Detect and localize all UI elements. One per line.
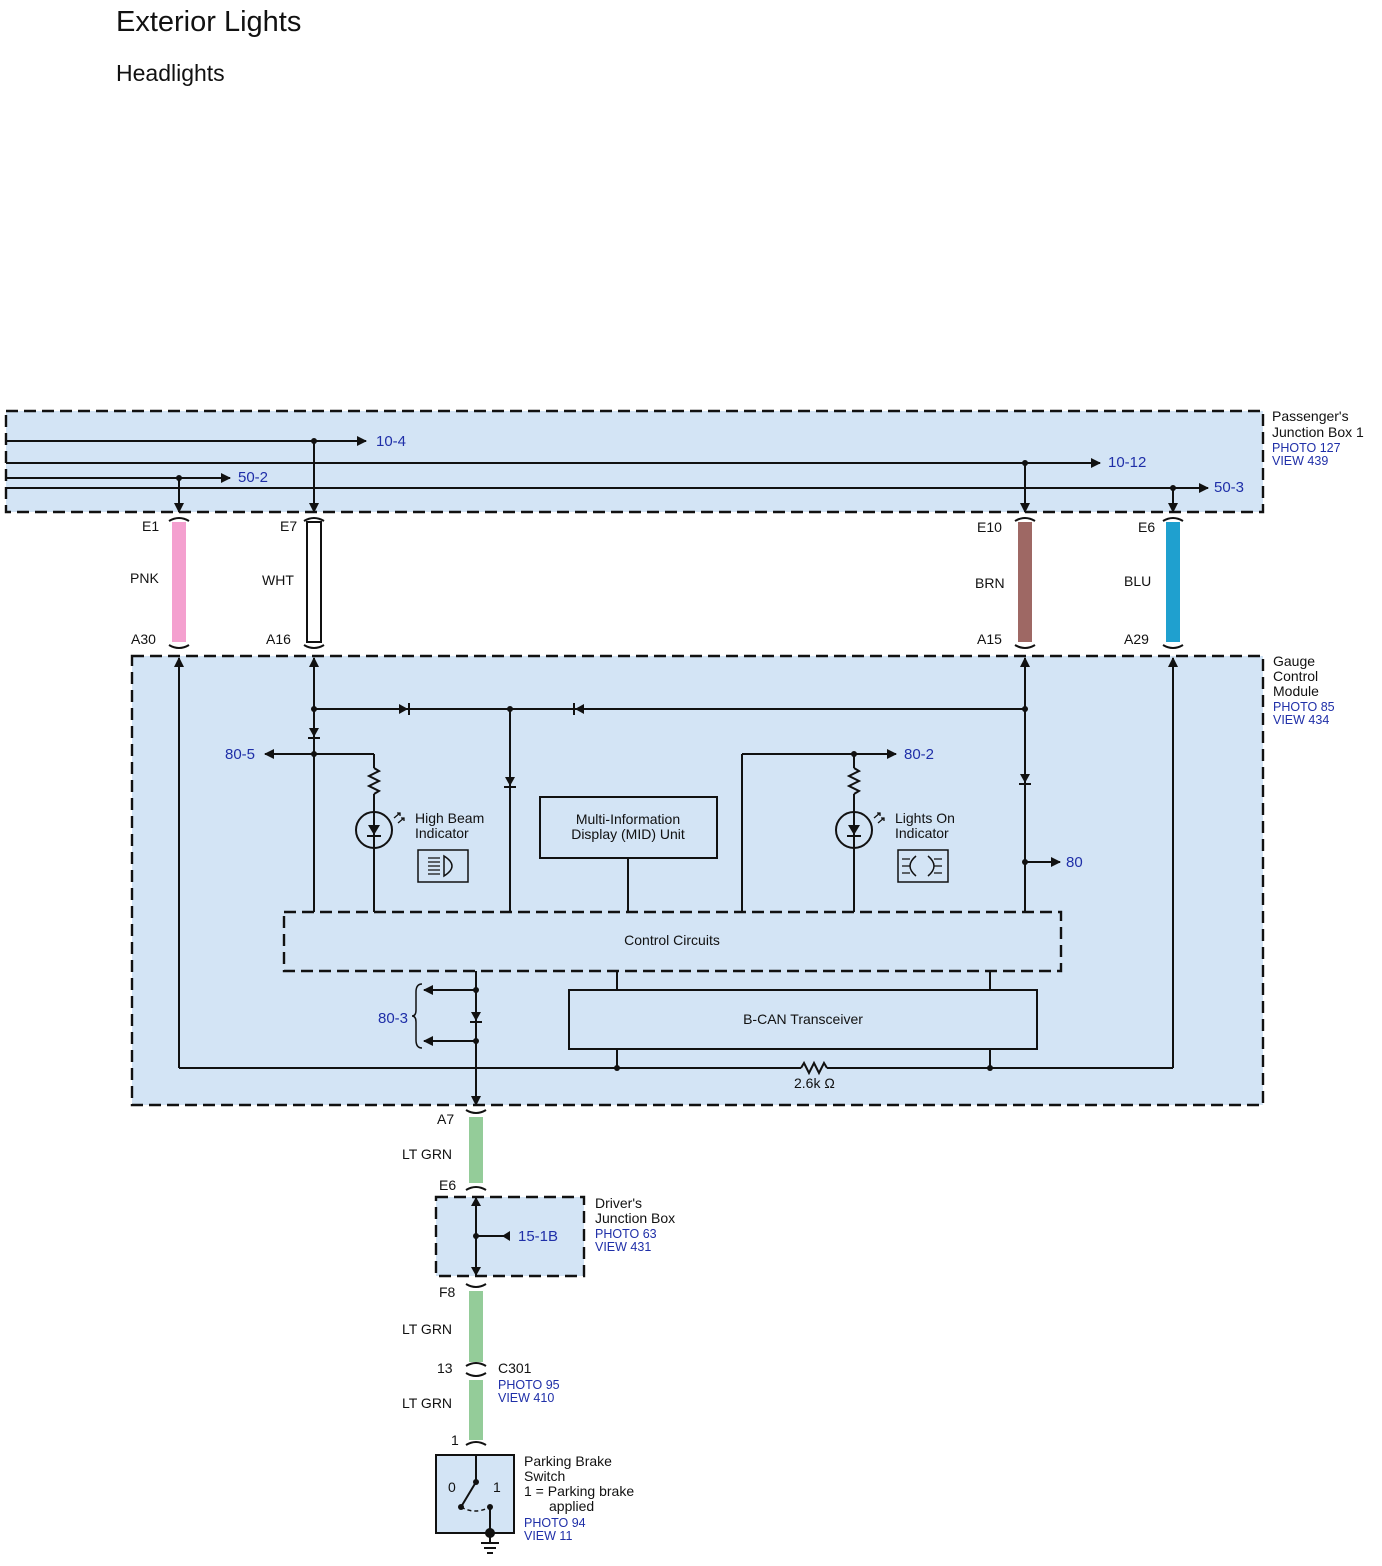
svg-text:1: 1	[451, 1432, 459, 1448]
gcm-photo-link[interactable]: PHOTO 85	[1273, 700, 1335, 714]
resistor-icon	[846, 767, 862, 795]
control-circuits-label: Control Circuits	[624, 932, 720, 948]
svg-text:13: 13	[437, 1360, 453, 1376]
svg-text:A29: A29	[1124, 631, 1149, 647]
gcm-view-link[interactable]: VIEW 434	[1273, 713, 1329, 727]
svg-text:A15: A15	[977, 631, 1002, 647]
svg-text:Driver's: Driver's	[595, 1195, 642, 1211]
control-circuits-box	[282, 910, 1063, 973]
mid-unit-label-1: Multi-Information	[576, 811, 680, 827]
svg-text:E1: E1	[142, 518, 159, 534]
ref-50-3[interactable]: 50-3	[1214, 479, 1244, 496]
svg-text:E6: E6	[439, 1177, 456, 1193]
svg-text:LT GRN: LT GRN	[402, 1321, 452, 1337]
svg-text:E6: E6	[1138, 519, 1155, 535]
pbs-view-link[interactable]: VIEW 11	[524, 1529, 572, 1543]
svg-text:Indicator: Indicator	[895, 825, 949, 841]
svg-text:Indicator: Indicator	[415, 825, 469, 841]
resistor-value: 2.6k Ω	[794, 1075, 835, 1091]
svg-text:High Beam: High Beam	[415, 810, 484, 826]
djb-photo-link[interactable]: PHOTO 63	[595, 1227, 657, 1241]
wire-lt-grn-1: A7 LT GRN E6	[402, 1109, 487, 1193]
diode	[573, 703, 584, 715]
svg-text:E10: E10	[977, 519, 1002, 535]
svg-text:E7: E7	[280, 518, 297, 534]
wire-wht: E7 WHT A16	[262, 517, 325, 649]
passenger-junction-box-outline	[4, 409, 1265, 514]
svg-text:LT GRN: LT GRN	[402, 1395, 452, 1411]
ref-10-4[interactable]: 10-4	[376, 433, 406, 450]
resistor-icon	[366, 767, 382, 795]
c301-label: C301 PHOTO 95 VIEW 410	[498, 1360, 560, 1405]
switch-position-0: 0	[448, 1479, 456, 1495]
svg-text:F8: F8	[439, 1284, 456, 1300]
svg-text:PNK: PNK	[130, 570, 159, 586]
switch-contact-icon	[460, 1481, 477, 1508]
ref-80-2[interactable]: 80-2	[904, 746, 934, 763]
svg-text:Lights On: Lights On	[895, 810, 955, 826]
svg-text:Junction Box 1: Junction Box 1	[1272, 424, 1364, 440]
pjb-view-link[interactable]: VIEW 439	[1272, 454, 1328, 468]
svg-text:Switch: Switch	[524, 1468, 565, 1484]
diode	[399, 703, 410, 715]
svg-text:1 = Parking brake: 1 = Parking brake	[524, 1483, 634, 1499]
wire-pnk: E1 PNK A30	[130, 517, 190, 649]
ref-80[interactable]: 80	[1066, 854, 1083, 871]
wire-lt-grn-3: LT GRN 1	[402, 1372, 487, 1448]
ref-15-1b[interactable]: 15-1B	[518, 1228, 558, 1245]
wire-lt-grn-2: F8 LT GRN 13	[402, 1283, 487, 1376]
page-subtitle: Headlights	[116, 60, 225, 86]
c301-view-link[interactable]: VIEW 410	[498, 1391, 554, 1405]
svg-text:C301: C301	[498, 1360, 532, 1376]
djb-label: Driver's Junction Box PHOTO 63 VIEW 431	[595, 1195, 675, 1254]
ground-icon	[481, 1542, 499, 1554]
pjb-label: Passenger's Junction Box 1 PHOTO 127 VIE…	[1272, 408, 1364, 468]
djb-view-link[interactable]: VIEW 431	[595, 1240, 651, 1254]
svg-text:A7: A7	[437, 1111, 454, 1127]
diode	[1019, 774, 1031, 785]
svg-text:BRN: BRN	[975, 575, 1005, 591]
bcan-transceiver-label: B-CAN Transceiver	[743, 1011, 863, 1027]
svg-text:Parking Brake: Parking Brake	[524, 1453, 612, 1469]
ref-80-3[interactable]: 80-3	[378, 1010, 408, 1027]
ref-80-5[interactable]: 80-5	[225, 746, 255, 763]
svg-text:Module: Module	[1273, 683, 1319, 699]
high-beam-indicator-label: High Beam Indicator	[415, 810, 484, 841]
resistor-2-6k-icon	[800, 1060, 828, 1076]
svg-text:WHT: WHT	[262, 572, 294, 588]
page-title: Exterior Lights	[116, 6, 302, 38]
svg-text:A30: A30	[131, 631, 156, 647]
pbs-label: Parking Brake Switch 1 = Parking brake a…	[524, 1453, 634, 1543]
svg-text:Gauge: Gauge	[1273, 653, 1315, 669]
high-beam-icon	[417, 849, 469, 883]
diode	[470, 1012, 482, 1023]
diode	[504, 777, 516, 788]
diode	[308, 728, 320, 739]
lights-on-icon	[897, 849, 949, 883]
svg-text:BLU: BLU	[1124, 573, 1151, 589]
mid-unit-label-2: Display (MID) Unit	[571, 826, 685, 842]
svg-text:A16: A16	[266, 631, 291, 647]
bcan-transceiver-box	[568, 989, 1038, 1050]
svg-text:Junction Box: Junction Box	[595, 1210, 675, 1226]
switch-position-1: 1	[493, 1479, 501, 1495]
svg-text:LT GRN: LT GRN	[402, 1146, 452, 1162]
svg-text:applied: applied	[549, 1498, 594, 1514]
svg-text:Passenger's: Passenger's	[1272, 408, 1349, 424]
ref-50-2[interactable]: 50-2	[238, 469, 268, 486]
gcm-label: Gauge Control Module PHOTO 85 VIEW 434	[1273, 653, 1335, 727]
wire-brn: E10 BRN A15	[975, 517, 1036, 649]
pjb-photo-link[interactable]: PHOTO 127	[1272, 441, 1341, 455]
c301-photo-link[interactable]: PHOTO 95	[498, 1378, 560, 1392]
svg-text:Control: Control	[1273, 668, 1318, 684]
pbs-photo-link[interactable]: PHOTO 94	[524, 1516, 586, 1530]
ref-10-12[interactable]: 10-12	[1108, 454, 1146, 471]
wire-blu: E6 BLU A29	[1124, 517, 1184, 649]
lights-on-indicator-label: Lights On Indicator	[895, 810, 955, 841]
